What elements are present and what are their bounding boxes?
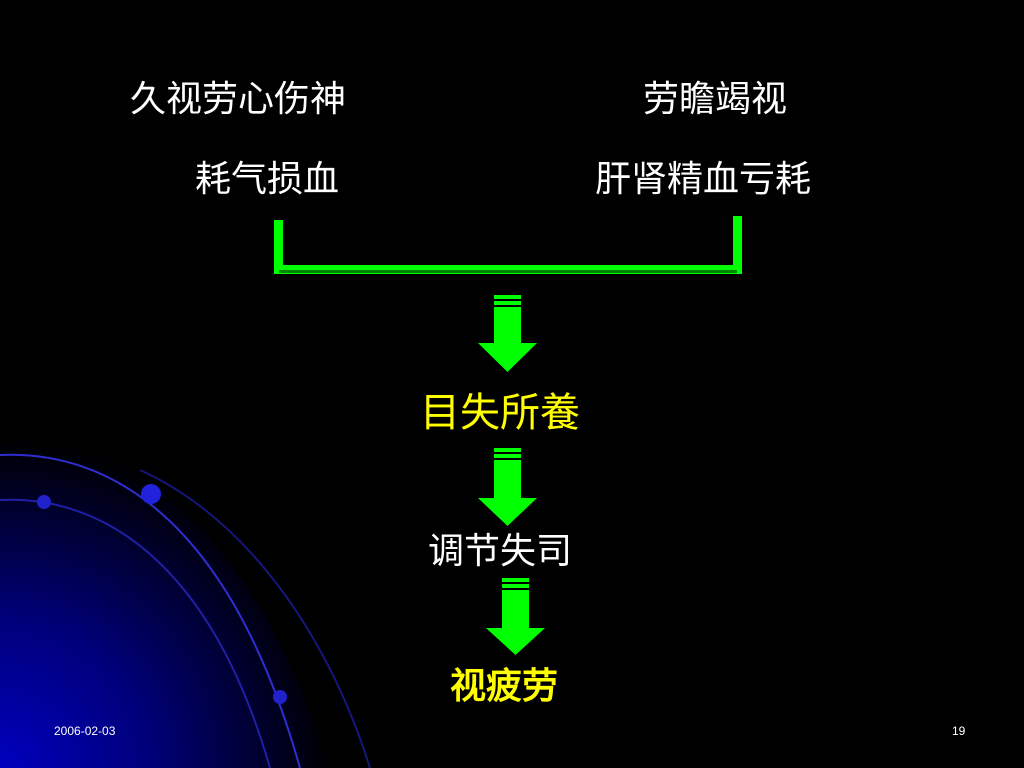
orbit-dot: [37, 495, 51, 509]
right-col-line1: 劳瞻竭视: [643, 79, 788, 120]
orbit-line: [0, 453, 301, 768]
left-col-line2: 耗气损血: [195, 159, 340, 200]
page-number: 19: [952, 724, 966, 738]
left-col-line1: 久视劳心伤神: [130, 79, 347, 120]
orbit-line: [139, 469, 371, 768]
orbit-dot: [141, 484, 161, 504]
blue-swoosh: [0, 439, 330, 768]
bracket-connector: [274, 216, 742, 274]
down-arrow-icon: [486, 578, 545, 655]
orbit-dot: [273, 690, 287, 704]
right-col-line2: 肝肾精血亏耗: [595, 159, 812, 200]
step-1-text: 目失所養: [420, 390, 580, 436]
footer-date: 2006-02-03: [54, 724, 116, 738]
step-2-text: 调节失司: [428, 531, 573, 572]
down-arrow-icon: [478, 295, 537, 372]
result-text: 视疲劳: [450, 666, 559, 707]
down-arrow-icon: [478, 448, 537, 526]
